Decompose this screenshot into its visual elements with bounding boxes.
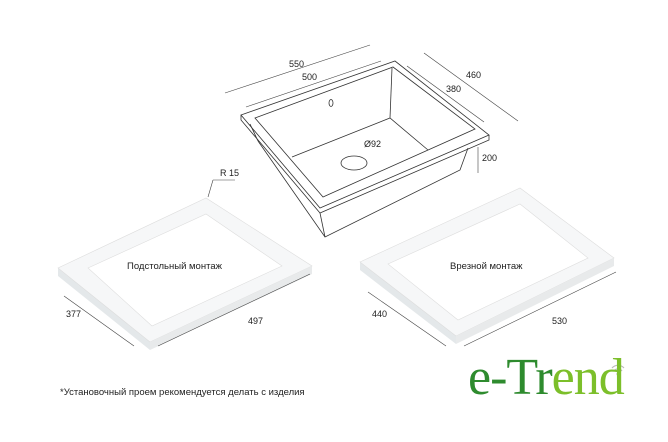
inset-frame <box>359 187 615 344</box>
dim-500: 500 <box>302 72 317 82</box>
undermount-label: Подстольный монтаж <box>127 261 222 272</box>
sink-body <box>240 60 490 238</box>
footnote: *Установочный проем рекомендуется делать… <box>60 387 305 398</box>
inset-label: Врезной монтаж <box>450 261 523 272</box>
logo-text-dark: e-Tr <box>468 349 553 406</box>
dim-200: 200 <box>482 153 497 163</box>
dim-radius: R 15 <box>220 168 239 178</box>
undermount-frame <box>57 197 313 350</box>
wifi-icon <box>611 364 625 376</box>
dimension-lines <box>63 44 617 347</box>
dim-497: 497 <box>248 316 263 326</box>
logo-text-light: end <box>551 349 625 406</box>
dim-drain: Ø92 <box>364 139 381 149</box>
dim-460: 460 <box>466 70 481 80</box>
dim-550: 550 <box>289 59 304 69</box>
dim-380: 380 <box>446 84 461 94</box>
dim-440: 440 <box>372 309 387 319</box>
e-trend-logo: e-Trend <box>468 349 625 406</box>
dim-530: 530 <box>552 316 567 326</box>
dim-377: 377 <box>66 309 81 319</box>
